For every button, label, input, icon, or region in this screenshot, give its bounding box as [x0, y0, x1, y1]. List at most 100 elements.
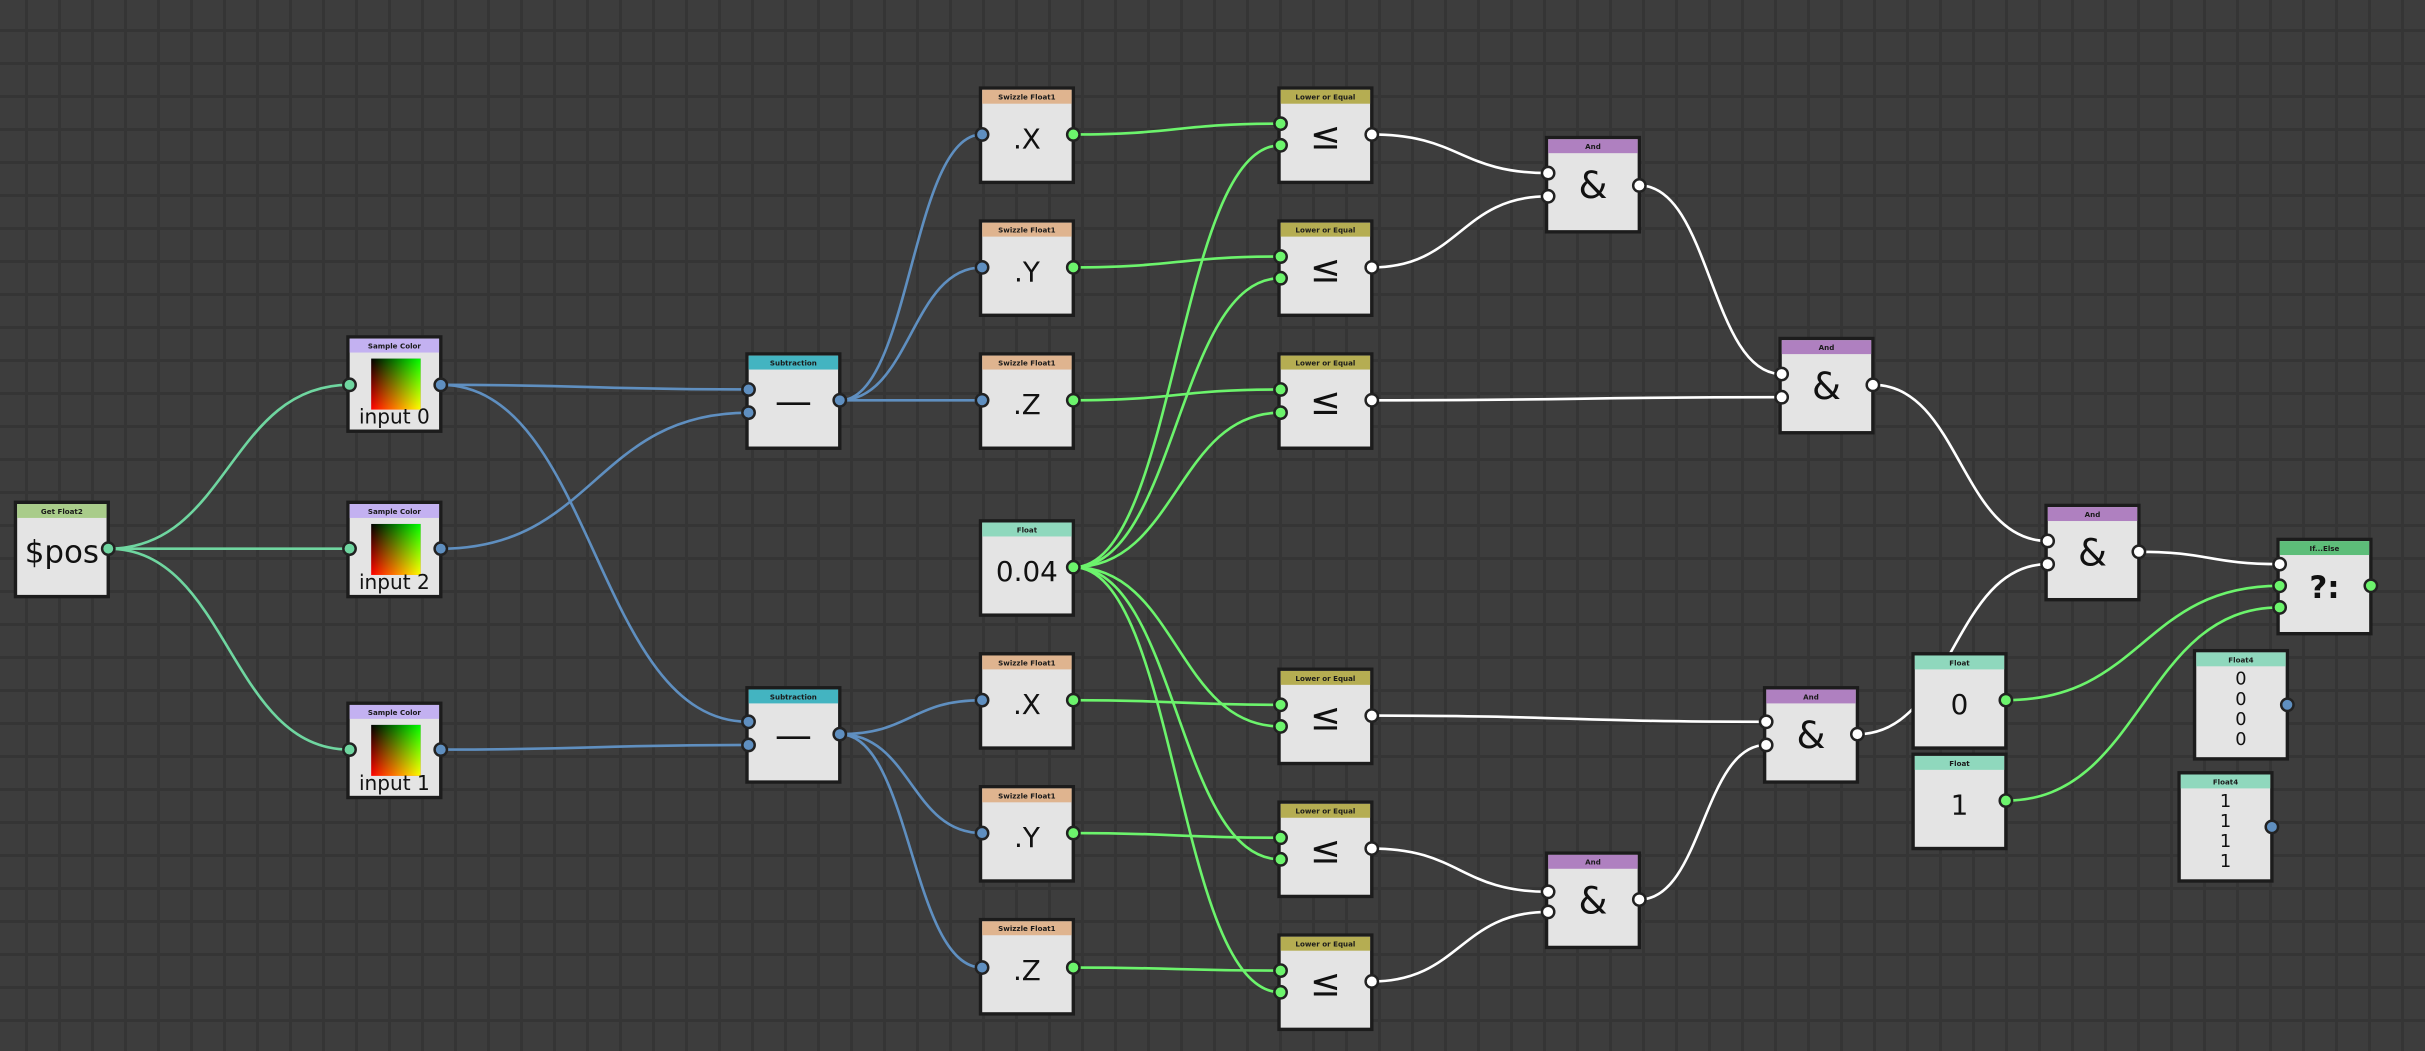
- wire-and5-to-and4[interactable]: [1639, 743, 1767, 901]
- wire-and4-to-and3[interactable]: [1857, 562, 2048, 736]
- input-port-0[interactable]: [2040, 533, 2056, 549]
- output-port[interactable]: [433, 742, 449, 758]
- input-port-0[interactable]: [1273, 382, 1288, 397]
- node-and4[interactable]: And&: [1758, 686, 1865, 784]
- wire-sub2-to-swx2[interactable]: [839, 698, 983, 736]
- output-port[interactable]: [433, 377, 449, 393]
- output-port[interactable]: [832, 392, 848, 408]
- input-port-1[interactable]: [1273, 984, 1288, 1000]
- node-le4[interactable]: Lower or Equal≤: [1273, 667, 1380, 766]
- node-le3[interactable]: Lower or Equal≤: [1273, 352, 1380, 450]
- wire-swz2-to-le6[interactable]: [1073, 966, 1281, 972]
- input-port-0[interactable]: [342, 541, 357, 557]
- input-port-2[interactable]: [2272, 599, 2288, 615]
- output-port[interactable]: [1631, 892, 1647, 907]
- node-getpos[interactable]: Get Float2$pos: [13, 500, 116, 599]
- wire-f004-to-le1[interactable]: [1073, 143, 1281, 569]
- output-port[interactable]: [1065, 692, 1081, 708]
- input-port-1[interactable]: [1540, 188, 1556, 204]
- wire-le2-to-and1[interactable]: [1371, 194, 1549, 269]
- wire-and2-to-and3[interactable]: [1872, 383, 2048, 543]
- node-le5[interactable]: Lower or Equal≤: [1273, 800, 1380, 899]
- output-port[interactable]: [2363, 578, 2379, 594]
- input-port-0[interactable]: [2272, 556, 2288, 572]
- output-port[interactable]: [1065, 259, 1081, 275]
- input-port-1[interactable]: [741, 405, 756, 421]
- input-port-0[interactable]: [1774, 366, 1790, 382]
- output-port[interactable]: [1364, 392, 1380, 408]
- wire-f004-to-le4[interactable]: [1073, 565, 1281, 728]
- input-port-0[interactable]: [974, 392, 990, 408]
- wire-swx1-to-le1[interactable]: [1073, 122, 1281, 136]
- output-port[interactable]: [1865, 377, 1881, 393]
- wire-le6-to-and5[interactable]: [1371, 910, 1549, 983]
- input-port-0[interactable]: [974, 692, 990, 708]
- output-port[interactable]: [1065, 392, 1081, 408]
- input-port-1[interactable]: [1273, 719, 1288, 734]
- wire-s1-to-sub2[interactable]: [440, 743, 749, 751]
- input-port-0[interactable]: [741, 714, 756, 730]
- wire-f004-to-le3[interactable]: [1073, 411, 1281, 569]
- node-sub1[interactable]: Subtraction—: [741, 352, 848, 450]
- wire-le5-to-and5[interactable]: [1371, 847, 1549, 894]
- wire-sub2-to-swy2[interactable]: [839, 732, 983, 835]
- wire-s0-to-sub1[interactable]: [440, 383, 749, 391]
- input-port-0[interactable]: [1273, 249, 1288, 264]
- input-port-1[interactable]: [741, 737, 756, 753]
- input-port-0[interactable]: [974, 259, 990, 275]
- input-port-1[interactable]: [1273, 137, 1288, 153]
- input-port-0[interactable]: [1273, 963, 1288, 979]
- input-port-0[interactable]: [342, 742, 357, 758]
- input-port-0[interactable]: [1540, 884, 1556, 900]
- wire-f004-to-le5[interactable]: [1073, 565, 1281, 861]
- node-ifelse[interactable]: If...Else?:: [2272, 537, 2379, 636]
- input-port-1[interactable]: [2272, 578, 2288, 594]
- input-port-0[interactable]: [974, 960, 990, 975]
- input-port-0[interactable]: [974, 127, 990, 142]
- wire-and1-to-and2[interactable]: [1639, 184, 1782, 376]
- output-port[interactable]: [1364, 259, 1380, 275]
- wire-le3-to-and2[interactable]: [1371, 395, 1782, 402]
- node-and3[interactable]: And&: [2040, 503, 2147, 602]
- wire-swx2-to-le4[interactable]: [1073, 698, 1281, 707]
- node-sub2[interactable]: Subtraction—: [741, 686, 848, 784]
- node-swz1[interactable]: Swizzle Float1.Z: [974, 352, 1081, 450]
- output-port[interactable]: [100, 541, 116, 557]
- node-and1[interactable]: And&: [1540, 135, 1647, 234]
- node-swy2[interactable]: Swizzle Float1.Y: [974, 785, 1081, 883]
- output-port[interactable]: [2131, 544, 2147, 560]
- output-port[interactable]: [832, 726, 848, 742]
- input-port-0[interactable]: [1273, 830, 1288, 846]
- wire-s2-to-sub1[interactable]: [440, 411, 749, 550]
- input-port-0[interactable]: [1273, 116, 1288, 132]
- input-port-0[interactable]: [342, 377, 357, 393]
- output-port[interactable]: [1364, 127, 1380, 142]
- node-and2[interactable]: And&: [1774, 336, 1881, 435]
- wire-sub1-to-swy1[interactable]: [839, 266, 983, 402]
- wire-sub2-to-swz2[interactable]: [839, 732, 983, 969]
- output-port[interactable]: [1065, 825, 1081, 841]
- output-port[interactable]: [1065, 960, 1081, 975]
- input-port-1[interactable]: [1273, 405, 1288, 421]
- node-swx1[interactable]: Swizzle Float1.X: [974, 86, 1081, 185]
- output-port[interactable]: [1065, 127, 1081, 142]
- node-swy1[interactable]: Swizzle Float1.Y: [974, 219, 1081, 318]
- wire-getpos-to-s1[interactable]: [108, 547, 350, 751]
- wire-le4-to-and4[interactable]: [1371, 714, 1767, 724]
- wire-f004-to-le6[interactable]: [1073, 565, 1281, 994]
- output-port[interactable]: [1364, 974, 1380, 989]
- node-swz2[interactable]: Swizzle Float1.Z: [974, 917, 1081, 1016]
- output-port[interactable]: [2279, 697, 2295, 713]
- node-le1[interactable]: Lower or Equal≤: [1273, 86, 1380, 185]
- output-port[interactable]: [1849, 726, 1865, 742]
- wire-le1-to-and1[interactable]: [1371, 133, 1549, 175]
- output-port[interactable]: [1631, 178, 1647, 193]
- input-port-0[interactable]: [1758, 714, 1774, 730]
- node-swx2[interactable]: Swizzle Float1.X: [974, 652, 1081, 750]
